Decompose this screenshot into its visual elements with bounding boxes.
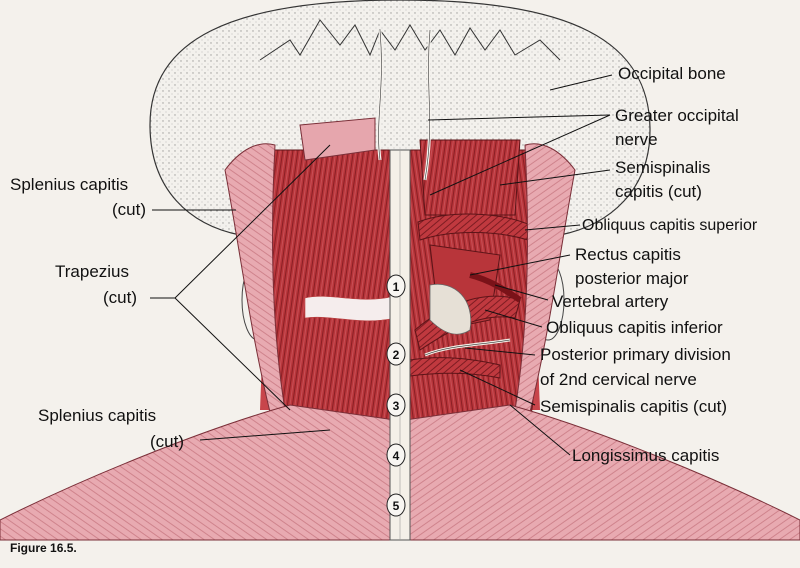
vertebra-1 — [386, 274, 406, 298]
leader-trapezius-3 — [174, 297, 291, 411]
leader-longissimus — [509, 404, 571, 456]
vertebra-5 — [386, 493, 406, 517]
label-longissimus: Longissimus capitis — [572, 446, 720, 465]
leader-lines — [150, 74, 613, 456]
label-semispinalis-cut: Semispinalis capitis (cut) — [540, 397, 728, 416]
figure-caption: Figure 16.5. — [10, 541, 77, 555]
caption-figure: Figure — [10, 541, 47, 555]
leader-occipital — [549, 74, 613, 91]
leader-splenius-bottom — [199, 429, 331, 441]
leader-trapezius-2 — [174, 144, 331, 299]
leader-greater-occipital-2 — [429, 114, 611, 196]
label-splenius-bottom-2: (cut) — [150, 432, 184, 451]
left-splenius — [224, 143, 286, 413]
leader-rectus — [469, 254, 571, 276]
label-rectus-1: Rectus capitis — [575, 245, 681, 264]
ligament — [429, 283, 472, 335]
suture — [259, 19, 561, 61]
label-splenius-top-2: (cut) — [112, 200, 146, 219]
label-obliquus-superior: Obliquus capitis superior — [582, 217, 758, 234]
vertebra-3 — [386, 393, 406, 417]
vertebra-label-5: 5 — [393, 499, 400, 513]
vertebra-4 — [386, 443, 406, 467]
leader-obliquus-sup — [524, 224, 581, 231]
label-greater-occipital-2: nerve — [615, 130, 658, 149]
right-shoulder — [404, 404, 800, 541]
caption-number: 16.5. — [50, 541, 77, 555]
leader-semispinalis — [499, 169, 611, 186]
left-shoulder — [0, 404, 396, 541]
tendon-band — [304, 295, 396, 322]
label-splenius-top-1: Splenius capitis — [10, 175, 129, 194]
label-semispinalis-1: Semispinalis — [615, 158, 711, 177]
label-obliquus-inferior: Obliquus capitis inferior — [546, 318, 723, 337]
label-trapezius-2: (cut) — [103, 288, 137, 307]
leader-greater-occipital — [427, 114, 611, 121]
label-splenius-bottom-1: Splenius capitis — [38, 406, 157, 425]
label-vertebral-artery: Vertebral artery — [552, 292, 669, 311]
label-occipital-bone: Occipital bone — [618, 64, 726, 83]
leader-posterior — [464, 347, 536, 356]
leader-vertebral — [494, 284, 549, 301]
vertebra-label-2: 2 — [393, 348, 400, 362]
vertebra-label-1: 1 — [393, 280, 400, 294]
semispinalis-cut-lower — [409, 357, 501, 379]
label-trapezius-1: Trapezius — [55, 262, 130, 281]
vertebra-markers: 1 2 3 4 5 — [386, 274, 406, 517]
leader-semispinalis-cut — [459, 369, 536, 406]
label-posterior-primary-2: of 2nd cervical nerve — [540, 370, 697, 389]
leader-obliquus-inf — [484, 309, 543, 328]
left-flap — [299, 117, 376, 161]
right-splenius — [514, 143, 576, 413]
vertebra-label-3: 3 — [393, 399, 400, 413]
label-semispinalis-2: capitis (cut) — [615, 182, 702, 201]
label-greater-occipital-1: Greater occipital — [615, 106, 739, 125]
label-rectus-2: posterior major — [575, 269, 689, 288]
label-posterior-primary-1: Posterior primary division — [540, 345, 731, 364]
vertebra-label-4: 4 — [393, 449, 400, 463]
vertebra-2 — [386, 342, 406, 366]
